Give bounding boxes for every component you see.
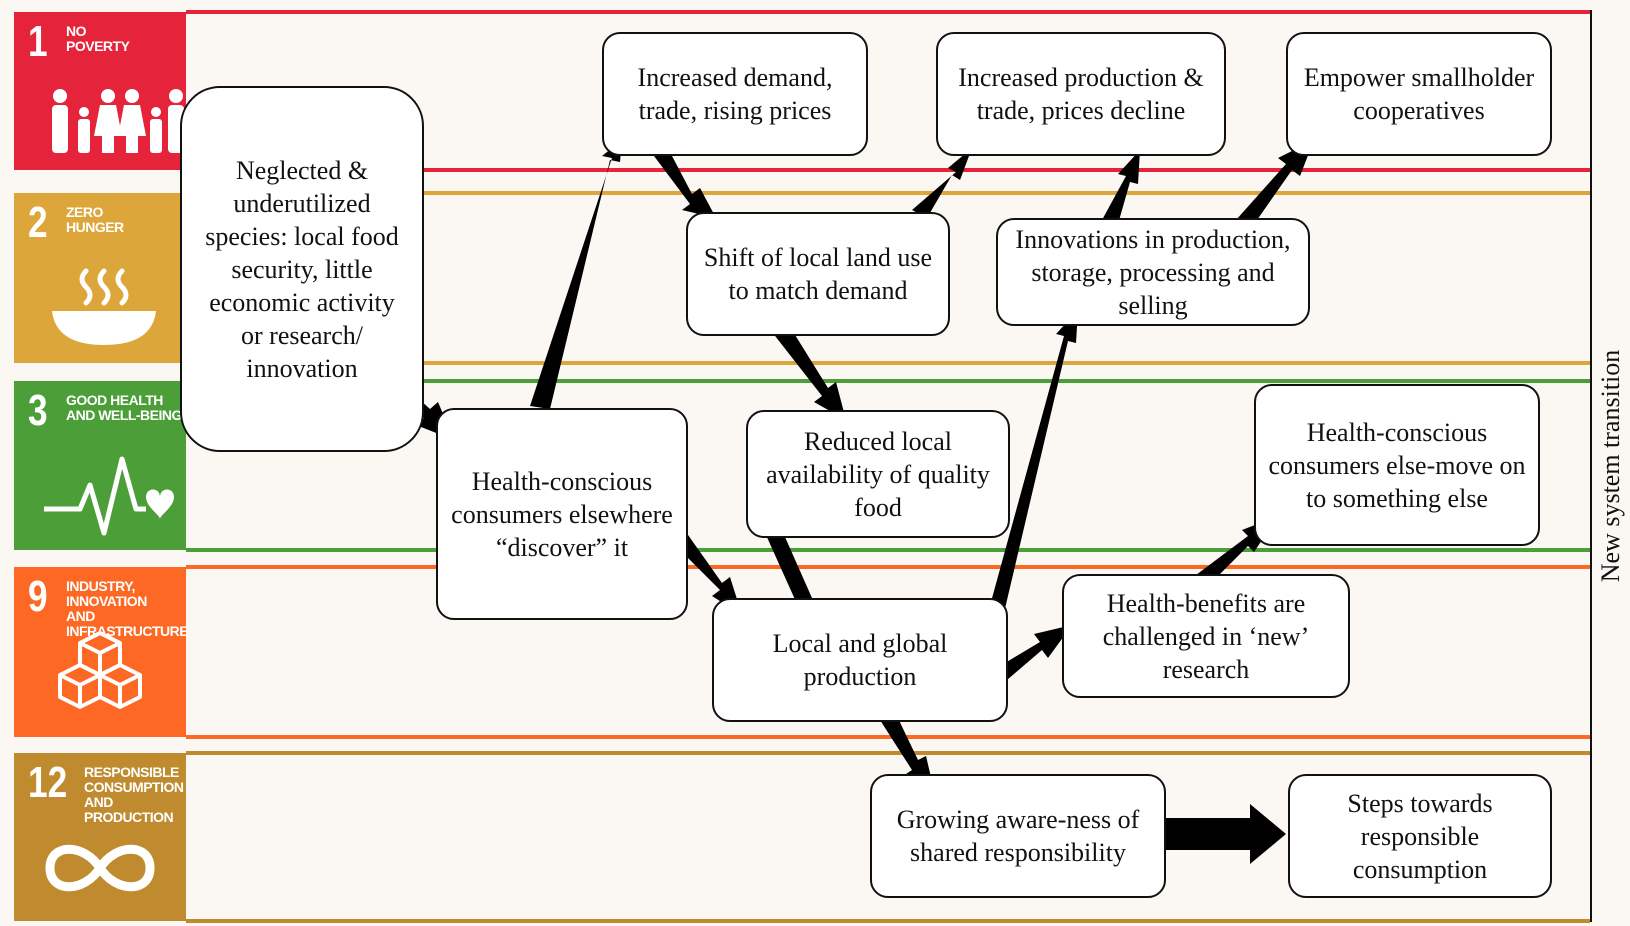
sdg-12-number: 12 [28, 758, 68, 807]
arrow-local-to-challenged [990, 625, 1072, 686]
heartbeat-icon [44, 456, 174, 536]
sdg-9-number: 9 [28, 572, 48, 621]
sdg-2-number: 2 [28, 198, 48, 247]
arrow-local-to-growing [880, 712, 934, 790]
sdg-9-title: INDUSTRY, INNOVATION AND INFRASTRUCTURE [66, 578, 189, 639]
box-reduced-local: Reduced local availability of quality fo… [746, 410, 1010, 538]
box-increased-production: Increased production & trade, prices dec… [936, 32, 1226, 156]
arrow-innovations-to-empower [1236, 140, 1314, 230]
sdg-3-tile: 3 GOOD HEALTH AND WELL-BEING [14, 381, 186, 550]
box-health-move-on: Health-conscious consumers else-move on … [1254, 384, 1540, 546]
box-health-discover: Health-conscious consumers elsewhere “di… [436, 408, 688, 620]
side-label-panel: New system transition [1590, 10, 1630, 922]
family-icon [52, 89, 184, 153]
sdg-1-tile: 1 NO POVERTY [14, 12, 186, 170]
bowl-icon [52, 268, 156, 345]
side-label-text: New system transition [1596, 349, 1625, 583]
sdg-1-title: NO POVERTY [66, 23, 130, 54]
sdg-3-number: 3 [28, 386, 48, 435]
arrow-local-to-innovations [983, 310, 1078, 634]
sdg-2-tile: 2 ZERO HUNGER [14, 193, 186, 363]
box-innovations: Innovations in production, storage, proc… [996, 218, 1310, 326]
box-growing-awareness: Growing aware-ness of shared responsibil… [870, 774, 1166, 898]
arrow-demand-to-shift [648, 137, 716, 218]
cubes-icon [58, 631, 142, 709]
sdg-1-number: 1 [28, 17, 48, 66]
sdg-9-tile: 9 INDUSTRY, INNOVATION AND INFRASTRUCTUR… [14, 567, 189, 737]
arrow-reduced-to-local [766, 528, 812, 604]
sdg-2-title: ZERO HUNGER [66, 204, 124, 235]
arrow-shift-to-reduced [772, 322, 846, 420]
sdg-12-title: RESPONSIBLE CONSUMPTION AND PRODUCTION [84, 764, 184, 825]
infinity-icon [45, 844, 155, 892]
box-health-challenged: Health-benefits are challenged in ‘new’ … [1062, 574, 1350, 698]
arrow-growing-to-steps [1166, 804, 1286, 864]
box-local-global-production: Local and global production [712, 598, 1008, 722]
box-neglected-species: Neglected & underutilized species: local… [180, 86, 424, 452]
box-increased-demand: Increased demand, trade, rising prices [602, 32, 868, 156]
box-steps-responsible: Steps towards responsible consumption [1288, 774, 1552, 898]
arrow-health-to-demand [530, 140, 622, 409]
sdg-12-tile: 12 RESPONSIBLE CONSUMPTION AND PRODUCTIO… [14, 753, 186, 921]
sdg-3-title: GOOD HEALTH AND WELL-BEING [66, 392, 182, 423]
box-empower-cooperatives: Empower smallholder cooperatives [1286, 32, 1552, 156]
arrow-innovations-to-production [1102, 150, 1140, 224]
arrow-shift-to-production [912, 148, 972, 218]
box-shift-land-use: Shift of local land use to match demand [686, 212, 950, 336]
flow-arrows [404, 137, 1314, 864]
